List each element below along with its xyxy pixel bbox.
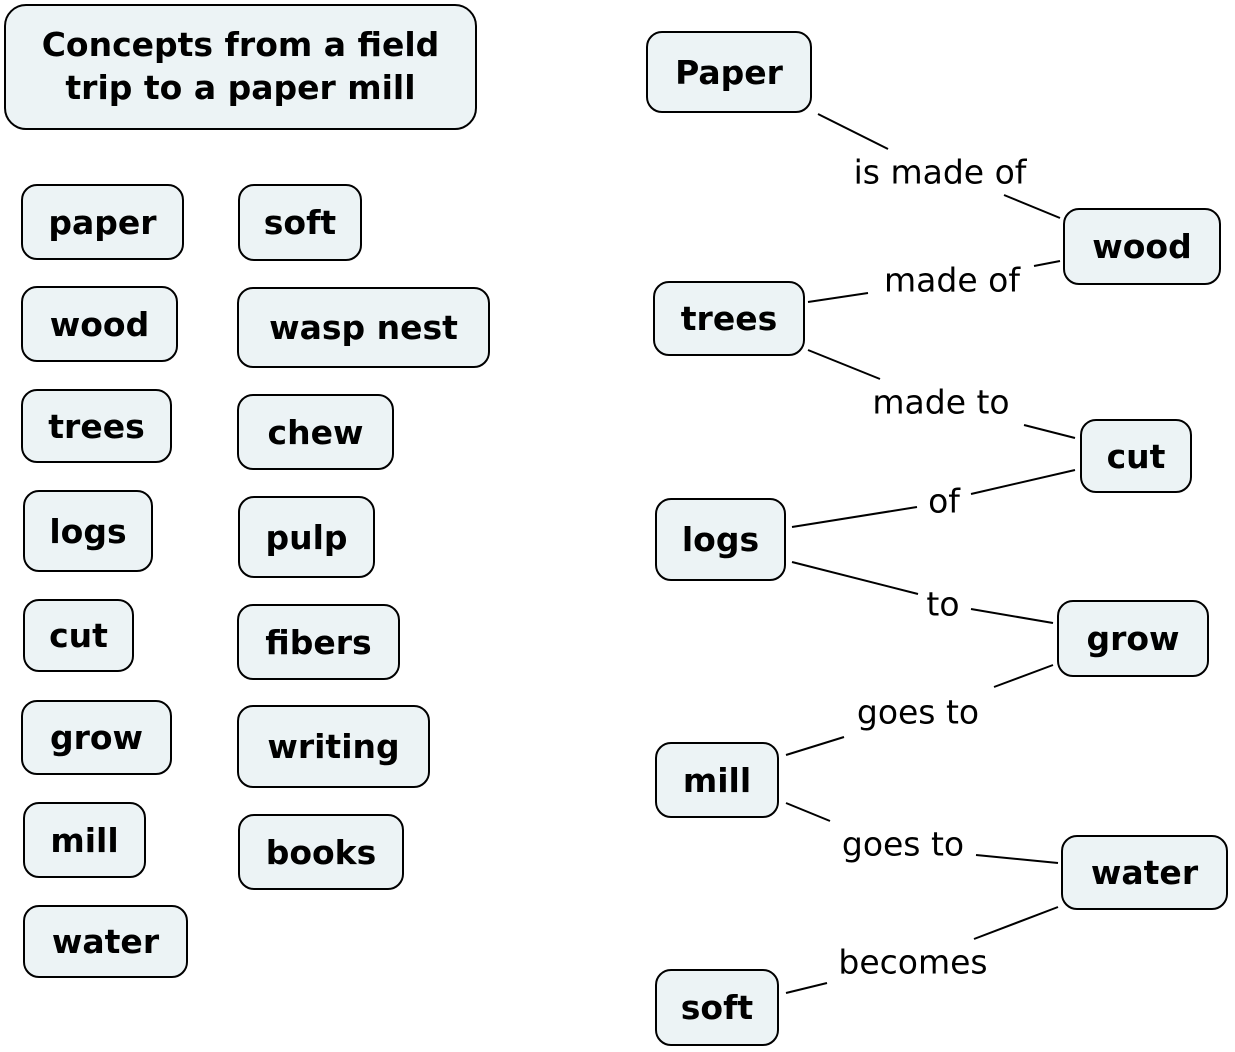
- map-node-paper[interactable]: Paper: [646, 31, 812, 113]
- title-box: Concepts from a field trip to a paper mi…: [4, 4, 477, 130]
- link-label-to: to: [926, 584, 960, 624]
- connector-label-cut-2: [970, 469, 1076, 495]
- map-node-soft[interactable]: soft: [655, 969, 779, 1046]
- map-node-cut[interactable]: cut: [1080, 419, 1192, 493]
- concept-books[interactable]: books: [238, 814, 404, 890]
- connector-soft-label: [785, 982, 828, 994]
- connector-label-wood: [1003, 194, 1061, 219]
- link-label-becomes: becomes: [838, 942, 988, 982]
- concept-mill[interactable]: mill: [23, 802, 146, 878]
- concept-trees[interactable]: trees: [21, 389, 172, 463]
- map-node-wood[interactable]: wood: [1063, 208, 1221, 285]
- connector-label-water-2: [973, 906, 1059, 940]
- map-node-mill[interactable]: mill: [655, 742, 779, 818]
- link-label-made-of: made of: [884, 260, 1020, 300]
- connector-logs-label: [791, 506, 918, 528]
- concept-pulp[interactable]: pulp: [238, 496, 375, 578]
- title-line-2: trip to a paper mill: [65, 68, 416, 107]
- concept-cut[interactable]: cut: [23, 599, 134, 672]
- link-label-goes-to-grow: goes to: [856, 692, 980, 732]
- connector-trees-label-2: [807, 349, 881, 380]
- concept-soft[interactable]: soft: [238, 184, 362, 261]
- concept-writing[interactable]: writing: [237, 705, 430, 788]
- link-label-made-to: made to: [872, 382, 1010, 422]
- map-node-trees[interactable]: trees: [653, 281, 805, 356]
- link-label-is-made-of: is made of: [853, 152, 1027, 192]
- map-node-grow[interactable]: grow: [1057, 600, 1209, 677]
- link-label-goes-to-water: goes to: [841, 824, 965, 864]
- concept-wasp-nest[interactable]: wasp nest: [237, 287, 490, 368]
- concept-paper[interactable]: paper: [21, 184, 184, 260]
- connector-trees-label: [807, 292, 869, 303]
- connector-label-wood-2: [1033, 260, 1061, 267]
- connector-mill-label: [785, 736, 845, 756]
- concept-fibers[interactable]: fibers: [237, 604, 400, 680]
- connector-paper-label: [817, 113, 889, 150]
- connector-mill-label-2: [785, 802, 831, 822]
- concept-chew[interactable]: chew: [237, 394, 394, 470]
- map-node-logs[interactable]: logs: [655, 498, 786, 581]
- connector-logs-label-2: [791, 561, 919, 595]
- connector-label-cut: [1023, 424, 1076, 439]
- title-line-1: Concepts from a field: [41, 25, 440, 65]
- link-label-of: of: [928, 481, 960, 521]
- connector-label-water: [975, 854, 1059, 864]
- concept-grow[interactable]: grow: [21, 700, 172, 775]
- connector-label-grow-2: [993, 664, 1054, 688]
- concept-wood[interactable]: wood: [21, 286, 178, 362]
- concept-water[interactable]: water: [23, 905, 188, 978]
- concept-logs[interactable]: logs: [23, 490, 153, 572]
- connector-label-grow: [970, 608, 1054, 624]
- map-node-water[interactable]: water: [1061, 835, 1228, 910]
